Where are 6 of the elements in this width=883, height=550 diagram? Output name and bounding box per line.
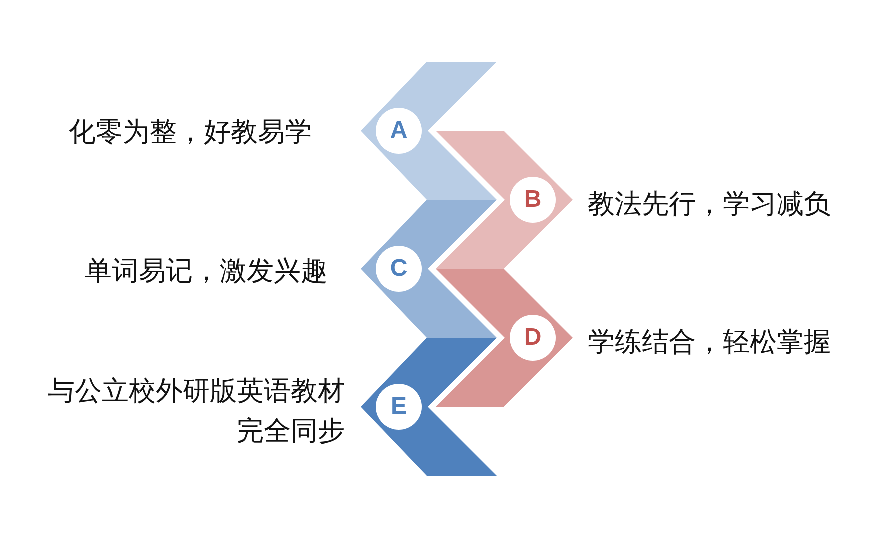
chevron-band bbox=[361, 338, 497, 476]
step-description: 学练结合，轻松掌握 bbox=[588, 326, 831, 360]
step-description: 与公立校外研版英语教材完全同步 bbox=[47, 375, 345, 449]
step-description: 教法先行，学习减负 bbox=[588, 188, 831, 222]
step-description: 化零为整，好教易学 bbox=[69, 116, 312, 150]
step-description: 单词易记，激发兴趣 bbox=[85, 255, 328, 289]
